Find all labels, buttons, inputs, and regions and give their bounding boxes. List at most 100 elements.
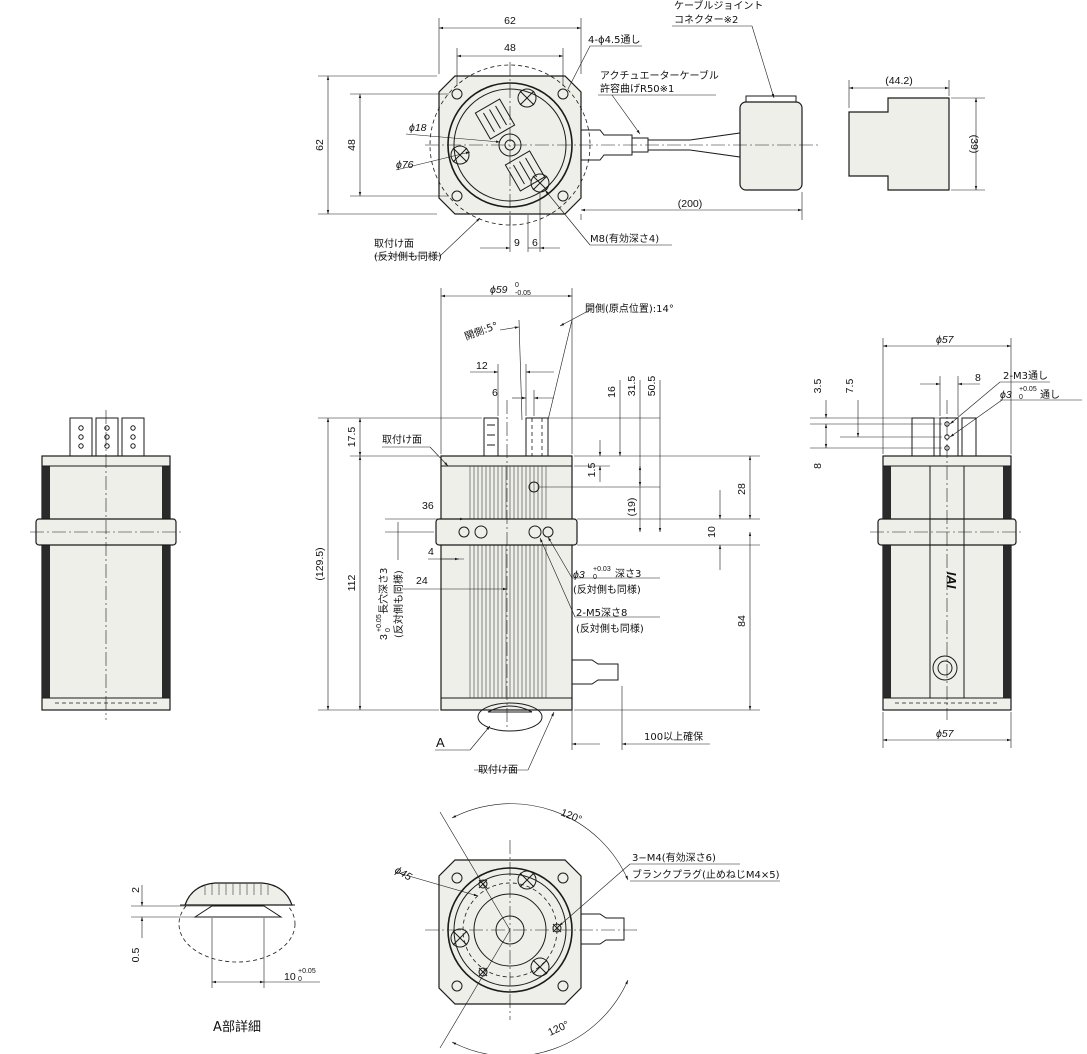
front-flange — [435, 518, 578, 546]
front-dim-19: (19) — [626, 498, 638, 517]
right-view: IAI ϕ57 ϕ57 8 3.5 7.5 8 — [810, 334, 1082, 748]
front-pivot — [528, 481, 540, 493]
front-detail-a-circle — [477, 702, 543, 732]
bottom-cable-exit — [581, 913, 625, 945]
front-dim-17-5: 17.5 — [346, 427, 358, 448]
connector-dim-39: (39) — [968, 135, 980, 154]
detail-a-outline — [178, 885, 296, 963]
top-dim-48-height: 48 — [346, 139, 358, 151]
cable-joint-connector — [739, 101, 803, 191]
detail-a-slot — [193, 905, 283, 918]
detail-a-knurl — [204, 883, 269, 895]
bottom-angle-top: 120° — [559, 807, 584, 826]
front-dim-50-5: 50.5 — [646, 376, 658, 397]
front-dim-129-5: (129.5) — [314, 547, 326, 580]
front-phi3-tol-top: +0.03 — [593, 566, 611, 573]
right-phi57-top: ϕ57 — [936, 334, 955, 346]
front-dim-4: 4 — [428, 546, 434, 558]
bottom-phi45-label: ϕ45 — [393, 864, 414, 883]
front-dim-12: 12 — [476, 360, 488, 372]
front-dim-112: 112 — [346, 574, 358, 591]
detail-a-dim-0-5: 0.5 — [130, 948, 142, 963]
front-slot-opposite: (反対側も同様) — [392, 570, 405, 638]
right-m3-label: 2-M3通し — [1003, 370, 1048, 382]
bottom-angle-bottom: 120° — [546, 1019, 571, 1039]
front-dim-28: 28 — [736, 483, 748, 495]
detail-a-tol-top: +0.05 — [298, 968, 316, 975]
top-dim-6: 6 — [532, 237, 538, 249]
right-dim-3-5: 3.5 — [812, 379, 824, 394]
top-mount-label-2: (反対側も同様) — [374, 250, 442, 263]
right-dim-7-5: 7.5 — [844, 379, 856, 394]
cable-joint-label-1: ケーブルジョイント — [674, 0, 763, 12]
front-dim-36: 36 — [422, 500, 434, 512]
front-dim-31-5: 31.5 — [626, 376, 638, 397]
front-clearance-label: 100以上確保 — [644, 730, 703, 743]
front-dim-6: 6 — [492, 387, 498, 399]
top-dim-9: 9 — [514, 237, 520, 249]
front-m5-hole-left — [474, 525, 488, 539]
bottom-plug-label: ブランクプラグ(止めねじM4×5) — [632, 868, 780, 881]
front-slot-tol-top: +0.05 — [376, 614, 383, 632]
front-phi3-desc: 深さ3 — [615, 568, 641, 580]
top-cable — [581, 95, 803, 191]
detail-a-dim-2: 2 — [130, 887, 142, 893]
front-m5-hole-right — [528, 525, 542, 539]
detail-a-title: A部詳細 — [213, 1019, 261, 1035]
front-jaw-right — [525, 417, 549, 457]
front-dim-24: 24 — [416, 575, 428, 587]
right-phi3-tol-top: +0.05 — [1019, 386, 1037, 393]
front-m5-label: 2-M5深さ8 — [576, 607, 627, 619]
right-dim-8-top: 8 — [975, 372, 981, 384]
front-dim-84: 84 — [736, 615, 748, 627]
top-mount-holes — [451, 88, 569, 202]
right-dim-8-left: 8 — [812, 463, 824, 469]
bottom-view: 120° 120° ϕ45 3−M4(有効深さ6) ブランクプラグ(止めねじM4… — [393, 803, 780, 1054]
front-m5-opposite: (反対側も同様) — [576, 622, 644, 635]
front-mount-face-label: 取付け面 — [382, 433, 422, 446]
front-dim-16: 16 — [606, 386, 618, 398]
front-fins — [469, 466, 547, 698]
front-dim-10: 10 — [706, 526, 718, 538]
actuator-cable-label-2: 許容曲げR50※1 — [600, 82, 674, 95]
connector-side-view — [848, 97, 950, 191]
actuator-cable-label-1: アクチュエーターケーブル — [600, 69, 719, 82]
detail-a-tol-bot: 0 — [298, 976, 302, 983]
top-holes-label: 4-ϕ4.5通し — [588, 34, 640, 46]
top-dim-62-height: 62 — [314, 139, 326, 151]
left-jaws — [69, 417, 145, 457]
right-cable-port-outer — [932, 655, 958, 681]
right-phi3-desc: 通し — [1040, 389, 1060, 401]
top-jaws — [474, 98, 546, 192]
front-slot-desc: 長穴深さ3 — [377, 568, 390, 614]
front-phi3-tol-bot: 0 — [593, 574, 597, 581]
front-open-side-label: 開側:5° — [463, 319, 500, 343]
connector-dim-44-2: (44.2) — [885, 75, 912, 87]
front-phi3-label: ϕ3 — [573, 569, 585, 581]
front-jaw-left — [483, 417, 499, 457]
bottom-m4-label: 3−M4(有効深さ6) — [632, 851, 716, 864]
top-mount-label-1: 取付け面 — [374, 237, 414, 250]
front-cable-exit — [572, 659, 619, 685]
left-view — [30, 410, 182, 720]
top-dim-62-width: 62 — [504, 15, 516, 27]
cable-joint-label-2: コネクター※2 — [674, 14, 738, 26]
front-mount-bottom-label: 取付け面 — [478, 763, 518, 776]
front-dim-1-5: 1.5 — [586, 463, 598, 478]
top-m8-label: M8(有効深さ4) — [590, 232, 659, 245]
detail-a: 2 0.5 10 +0.05 0 A部詳細 — [130, 882, 320, 1035]
front-phi3-hole — [458, 526, 470, 538]
front-phi3-opposite: (反対側も同様) — [573, 583, 641, 596]
right-cable-port-inner — [937, 660, 953, 676]
front-slot-label: 3 — [378, 634, 390, 640]
detail-a-marker: A — [436, 735, 445, 750]
detail-a-dim-10: 10 — [284, 971, 296, 983]
front-phi59-label: ϕ59 — [490, 284, 508, 296]
front-view: 開側:5° 開側(原点位置):14° ϕ59 0 -0.05 12 6 16 3… — [314, 282, 760, 776]
right-phi3-label: ϕ3 — [1000, 389, 1012, 401]
top-dim-48-width: 48 — [504, 42, 516, 54]
top-phi76-label: ϕ76 — [396, 159, 414, 171]
iai-logo: IAI — [944, 572, 959, 589]
top-dim-200: (200) — [678, 198, 703, 210]
